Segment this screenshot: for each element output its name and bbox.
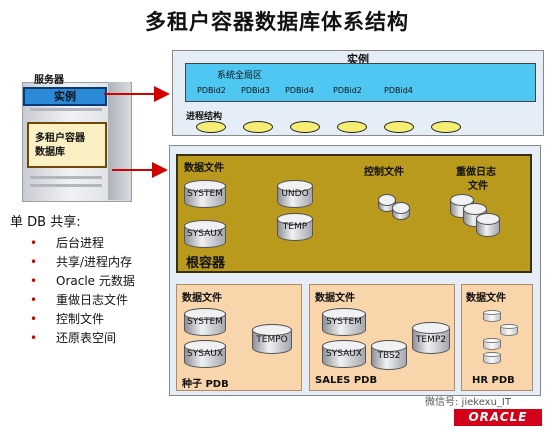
sga-box (185, 63, 536, 102)
server-instance-box: 实例 (23, 87, 107, 106)
temp-cylinder: TEMP (277, 213, 313, 241)
shared-title: 单 DB 共享: (10, 215, 81, 230)
redo-log-label-line1: 重做日志 (456, 167, 496, 178)
pdb-id-tag: PDBid3 (241, 86, 270, 95)
shared-item: •后台进程 (30, 236, 105, 250)
redo-log-label-line2: 文件 (468, 181, 488, 192)
tower-slot (30, 108, 102, 111)
process-oval (384, 121, 414, 133)
instance-label: 实例 (347, 53, 369, 66)
sales-pdb-datafiles-label: 数据文件 (315, 293, 355, 304)
database-label-line1: 多租户容器 (35, 133, 85, 144)
server-label: 服务器 (34, 75, 64, 86)
sga-label: 系统全局区 (217, 71, 263, 81)
pdb-id-tag: PDBid2 (197, 86, 226, 95)
tower-slot (30, 176, 102, 179)
hr-pdb-datafiles-label: 数据文件 (466, 293, 506, 304)
shared-item: •还原表空间 (30, 331, 117, 345)
seed-pdb-name: 种子 PDB (182, 379, 229, 390)
process-oval (196, 121, 226, 133)
seed-pdb-datafiles-label: 数据文件 (182, 293, 222, 304)
sales-system-cylinder: SYSTEM (322, 308, 366, 336)
control-files-label: 控制文件 (364, 167, 404, 178)
pdb-id-tag: PDBid2 (333, 86, 362, 95)
seed-temp-cylinder: TEMPO (252, 324, 292, 354)
undo-cylinder: UNDO (277, 180, 313, 208)
control-file-cylinder (392, 202, 410, 220)
server-tower-side (108, 82, 130, 200)
redo-log-cylinder (476, 213, 500, 237)
database-label-line2: 数据库 (35, 147, 65, 158)
hr-datafile-icon (483, 338, 501, 350)
shared-item: •Oracle 元数据 (30, 274, 135, 288)
sales-temp2-cylinder: TEMP2 (412, 322, 450, 354)
process-oval (431, 121, 461, 133)
pdb-id-tag: PDBid4 (285, 86, 314, 95)
oracle-logo: ORACLE (454, 409, 542, 426)
process-oval (290, 121, 320, 133)
sales-pdb-name: SALES PDB (315, 375, 378, 386)
multitenant-database-box: 多租户容器 数据库 (27, 122, 107, 168)
sales-sysaux-cylinder: SYSAUX (322, 340, 366, 368)
hr-datafile-icon (483, 352, 501, 364)
shared-item: •重做日志文件 (30, 293, 129, 307)
shared-list: •后台进程 •共享/进程内存 •Oracle 元数据 •重做日志文件 •控制文件… (30, 234, 135, 348)
hr-pdb-name: HR PDB (472, 375, 515, 386)
sales-tbs2-cylinder: TBS2 (371, 340, 407, 370)
watermark-text: 微信号: jiekexu_IT (425, 397, 511, 408)
process-oval (337, 121, 367, 133)
shared-item: •共享/进程内存 (30, 255, 133, 269)
root-datafiles-label: 数据文件 (184, 163, 224, 174)
hr-datafile-icon (500, 324, 518, 336)
seed-system-cylinder: SYSTEM (184, 308, 226, 336)
sysaux-datafile-cylinder: SYSAUX (184, 220, 226, 248)
shared-item: •控制文件 (30, 312, 105, 326)
seed-sysaux-cylinder: SYSAUX (184, 340, 226, 368)
system-datafile-cylinder: SYSTEM (184, 180, 226, 208)
hr-datafile-icon (483, 310, 501, 322)
tower-slot (30, 184, 102, 187)
process-label: 进程结构 (186, 112, 223, 122)
pdb-id-tag: PDBid4 (384, 86, 413, 95)
diagram-title: 多租户容器数据库体系结构 (145, 10, 409, 34)
process-oval (243, 121, 273, 133)
control-file-cylinder (378, 194, 396, 212)
root-container-name: 根容器 (186, 256, 226, 271)
